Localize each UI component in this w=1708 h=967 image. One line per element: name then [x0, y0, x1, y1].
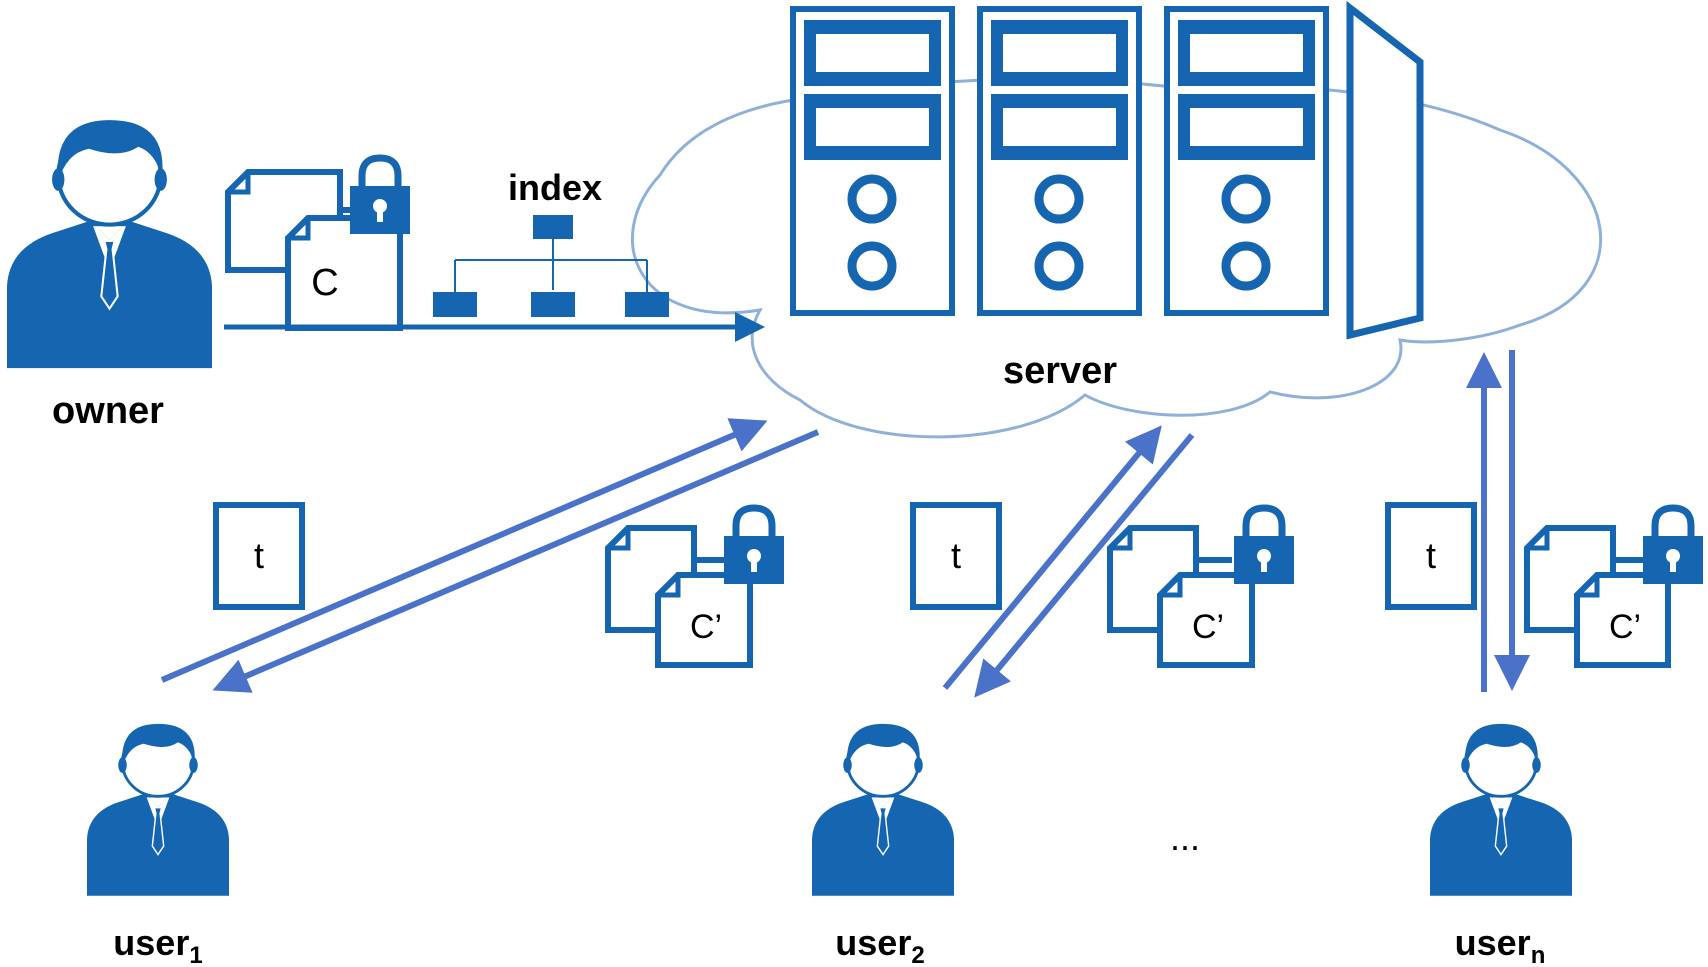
lock-icon	[1643, 508, 1703, 584]
result-documents-user2: C’	[1107, 508, 1294, 668]
result-documents-user1: C’	[605, 508, 784, 668]
usern-person-icon	[1430, 722, 1572, 898]
index-label: index	[508, 167, 602, 208]
lock-icon	[1234, 508, 1294, 584]
user1-label: user1	[113, 922, 202, 967]
result-label: C’	[1192, 608, 1224, 646]
user1-person-icon	[87, 722, 229, 898]
token-document-user1: t	[213, 502, 305, 610]
usern-label: usern	[1455, 922, 1546, 967]
document-icon	[285, 215, 403, 331]
ellipsis-label: ...	[1170, 817, 1200, 858]
user1-query-arrow	[160, 418, 768, 683]
token-document-user2: t	[910, 502, 1002, 610]
user2-response-arrow	[974, 433, 1195, 698]
encrypted-documents-group: C	[225, 158, 410, 331]
user2-label: user2	[835, 922, 924, 967]
token-label: t	[951, 535, 961, 576]
result-documents-usern: C’	[1524, 508, 1703, 668]
server-label: server	[1003, 350, 1117, 392]
owner-person-icon	[7, 120, 212, 368]
index-tree-icon: index	[433, 167, 669, 317]
token-document-usern: t	[1385, 502, 1477, 610]
server-rack-icon	[793, 0, 1424, 340]
user1-response-arrow	[212, 429, 820, 693]
result-label: C’	[1609, 608, 1641, 646]
owner-label: owner	[52, 390, 164, 432]
user2-query-arrow	[942, 425, 1162, 690]
lock-icon	[350, 158, 410, 234]
user2-person-icon	[812, 722, 954, 898]
token-label: t	[1426, 535, 1436, 576]
result-label: C’	[690, 608, 722, 646]
lock-icon	[724, 508, 784, 584]
token-label: t	[254, 535, 264, 576]
ciphertext-label: C	[311, 262, 338, 304]
